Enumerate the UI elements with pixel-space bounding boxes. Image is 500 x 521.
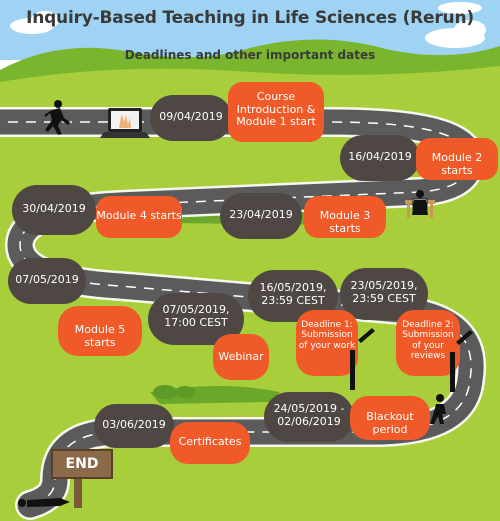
event-badge — [228, 82, 324, 142]
date-badge — [148, 293, 244, 345]
milestone-event: Module 2 starts — [431, 151, 483, 177]
lying-person-icon — [18, 498, 70, 507]
milestone-event: Blackout period — [366, 410, 414, 436]
milestone-date: 23/04/2019 — [229, 208, 293, 221]
end-signpost — [51, 449, 113, 508]
milestone-date: 09/04/2019 — [159, 110, 223, 123]
date-badge — [340, 268, 428, 320]
event-badge — [416, 138, 498, 180]
milestone-date: 24/05/2019 - 02/06/2019 — [273, 402, 345, 428]
date-badge — [264, 392, 354, 442]
laptop-icon — [100, 108, 150, 138]
date-badge — [340, 135, 420, 181]
event-badge — [304, 196, 386, 238]
page-subtitle: Deadlines and other important dates — [124, 48, 376, 62]
date-badge — [94, 404, 174, 448]
event-badge — [350, 396, 430, 440]
milestone-event: Deadline 2: Submission of your reviews — [402, 320, 454, 362]
milestone-date: 03/06/2019 — [102, 418, 166, 431]
milestone-date: 23/05/2019, 23:59 CEST — [350, 279, 418, 305]
date-badges — [8, 95, 428, 448]
milestone-date: 16/05/2019, 23:59 CEST — [259, 281, 327, 307]
event-badge — [296, 310, 358, 376]
milestone-event: Webinar — [218, 350, 264, 363]
runner-icon — [44, 100, 70, 135]
milestone-date: 07/05/2019 — [15, 273, 79, 286]
date-badge — [220, 193, 302, 239]
event-badge — [396, 310, 460, 376]
event-badges — [58, 82, 498, 464]
end-sign-label: END — [65, 456, 99, 472]
event-badge — [170, 422, 250, 464]
event-badge — [213, 334, 269, 380]
milestone-event: Module 5 starts — [74, 323, 126, 349]
event-badge — [96, 196, 182, 238]
walker-icon — [430, 394, 446, 424]
reader-icon — [405, 190, 435, 218]
milestone-event: Module 3 starts — [319, 209, 371, 235]
road-center-line — [0, 121, 472, 506]
milestone-event: Certificates — [178, 435, 242, 448]
milestone-event: Course Introduction & Module 1 start — [236, 90, 316, 129]
milestone-event: Module 4 starts — [96, 209, 182, 222]
milestone-event: Deadline 1: Submission of your work — [298, 320, 356, 351]
date-badge — [150, 95, 232, 141]
date-badge — [8, 258, 86, 304]
milestone-date: 07/05/2019, 17:00 CEST — [162, 303, 230, 329]
date-badge — [248, 270, 338, 322]
cloud-icon — [10, 2, 486, 48]
milestone-date: 16/04/2019 — [348, 150, 412, 163]
page-title: Inquiry-Based Teaching in Life Sciences … — [26, 8, 474, 28]
event-badge — [58, 306, 142, 356]
milestone-date: 30/04/2019 — [22, 202, 86, 215]
pencil-icon — [350, 328, 473, 392]
date-badge — [12, 185, 96, 235]
